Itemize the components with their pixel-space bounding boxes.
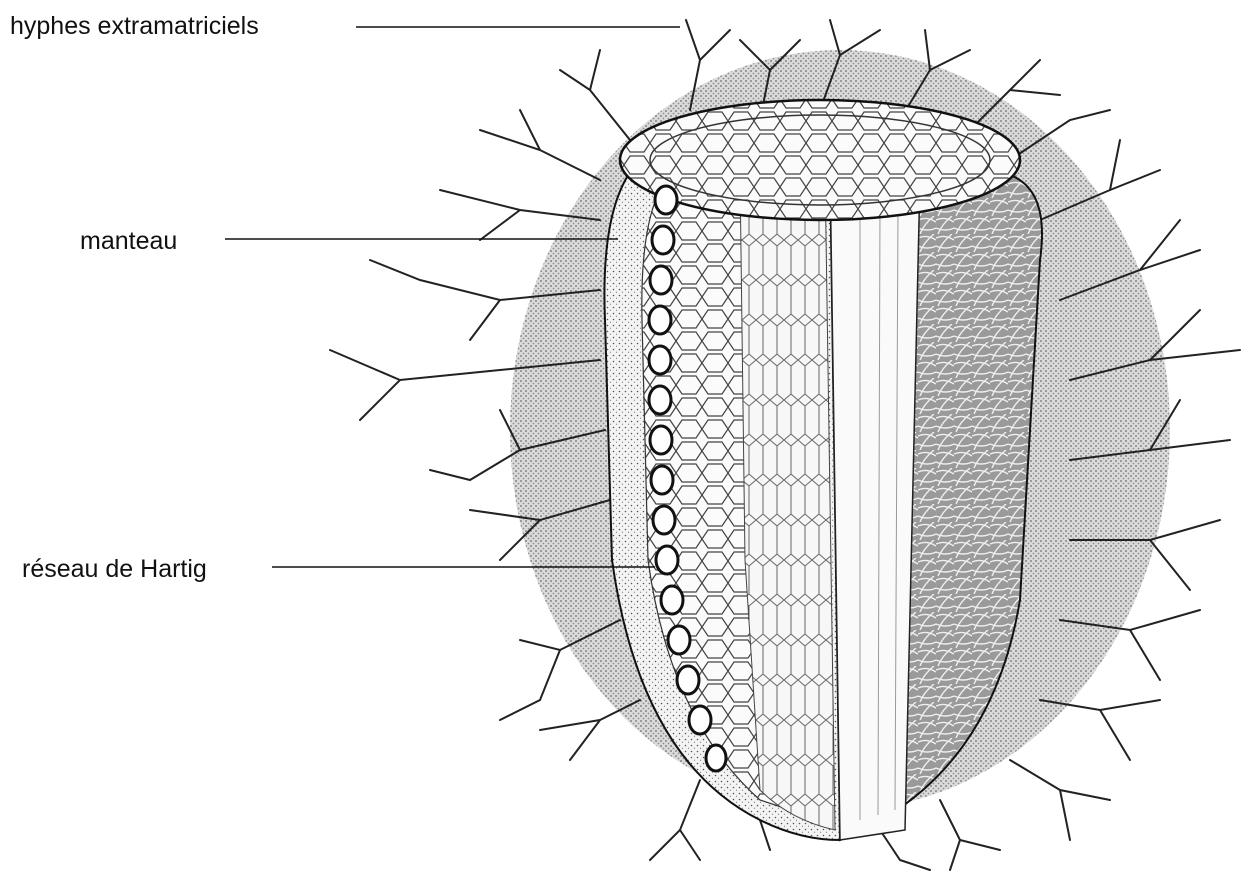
label-mantle: manteau: [80, 229, 177, 254]
label-extramatrical-hyphae: hyphes extramatriciels: [10, 14, 259, 39]
label-hartig-net: réseau de Hartig: [22, 557, 207, 582]
